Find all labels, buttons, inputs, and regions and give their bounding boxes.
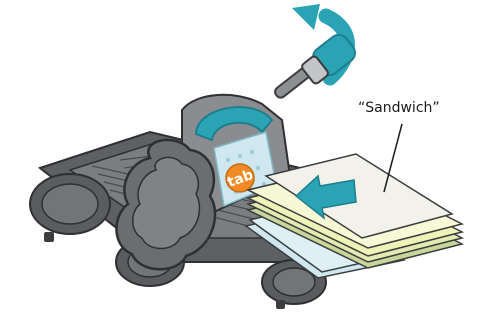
sandwich-callout-label: “Sandwich”	[358, 100, 440, 116]
left-foot	[30, 174, 110, 242]
brand-logo: tab	[225, 164, 255, 192]
crank-handle	[273, 31, 359, 100]
